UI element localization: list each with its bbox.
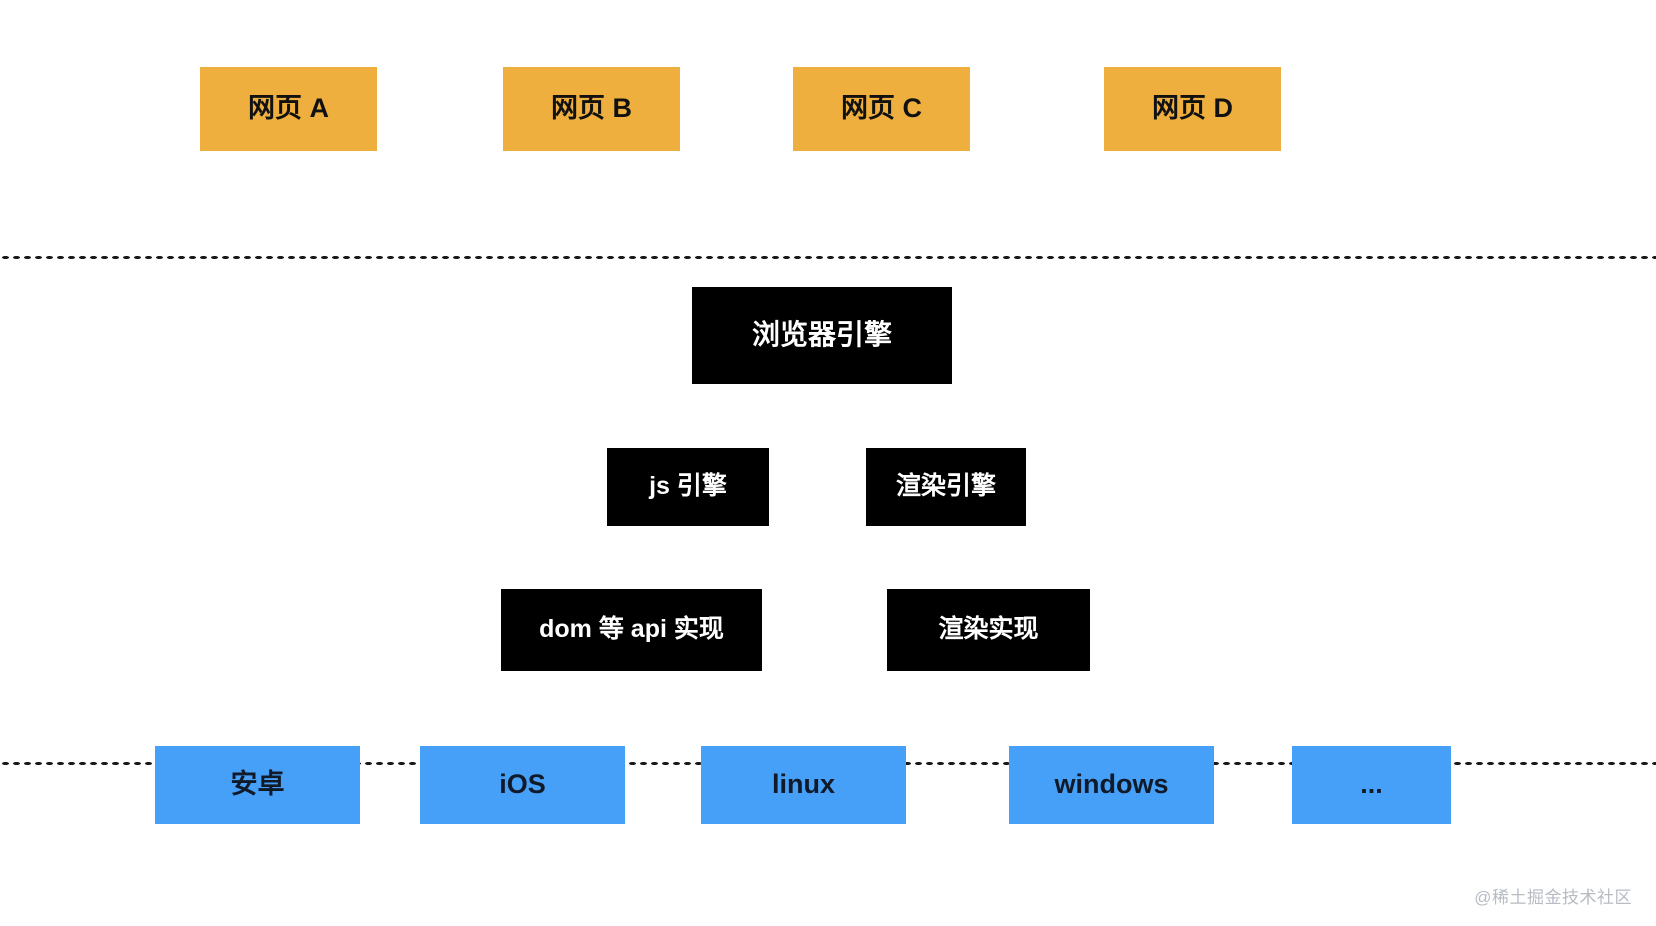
os-box-linux: linux	[701, 746, 906, 824]
browser-engine-label: 浏览器引擎	[751, 319, 892, 351]
browser-engine-box: 浏览器引擎	[692, 287, 952, 384]
os-label-more: ...	[1360, 769, 1383, 800]
web-page-label-b: 网页 B	[551, 93, 632, 124]
js-engine-box: js 引擎	[607, 448, 769, 526]
web-page-label-c: 网页 C	[841, 93, 922, 124]
web-page-label-d: 网页 D	[1152, 93, 1233, 124]
dom-api-impl-box: dom 等 api 实现	[501, 589, 762, 671]
web-page-box-a: 网页 A	[200, 67, 377, 151]
os-label-ios: iOS	[499, 769, 546, 800]
render-engine-box: 渲染引擎	[866, 448, 1026, 526]
render-impl-box: 渲染实现	[887, 589, 1090, 671]
os-box-more: ...	[1292, 746, 1451, 824]
web-page-label-a: 网页 A	[248, 93, 329, 124]
render-engine-label: 渲染引擎	[895, 472, 996, 501]
os-label-android: 安卓	[230, 769, 285, 800]
os-box-windows: windows	[1009, 746, 1214, 824]
js-engine-label: js 引擎	[649, 472, 727, 501]
watermark: @稀土掘金技术社区	[1474, 888, 1632, 907]
os-box-ios: iOS	[420, 746, 625, 824]
os-label-linux: linux	[771, 769, 835, 800]
web-page-box-d: 网页 D	[1104, 67, 1281, 151]
separator-pages-engine	[0, 255, 1656, 260]
os-label-windows: windows	[1054, 769, 1169, 800]
render-impl-label: 渲染实现	[938, 615, 1039, 644]
web-page-box-b: 网页 B	[503, 67, 680, 151]
web-page-box-c: 网页 C	[793, 67, 970, 151]
os-box-android: 安卓	[155, 746, 360, 824]
dom-api-impl-label: dom 等 api 实现	[539, 615, 724, 644]
